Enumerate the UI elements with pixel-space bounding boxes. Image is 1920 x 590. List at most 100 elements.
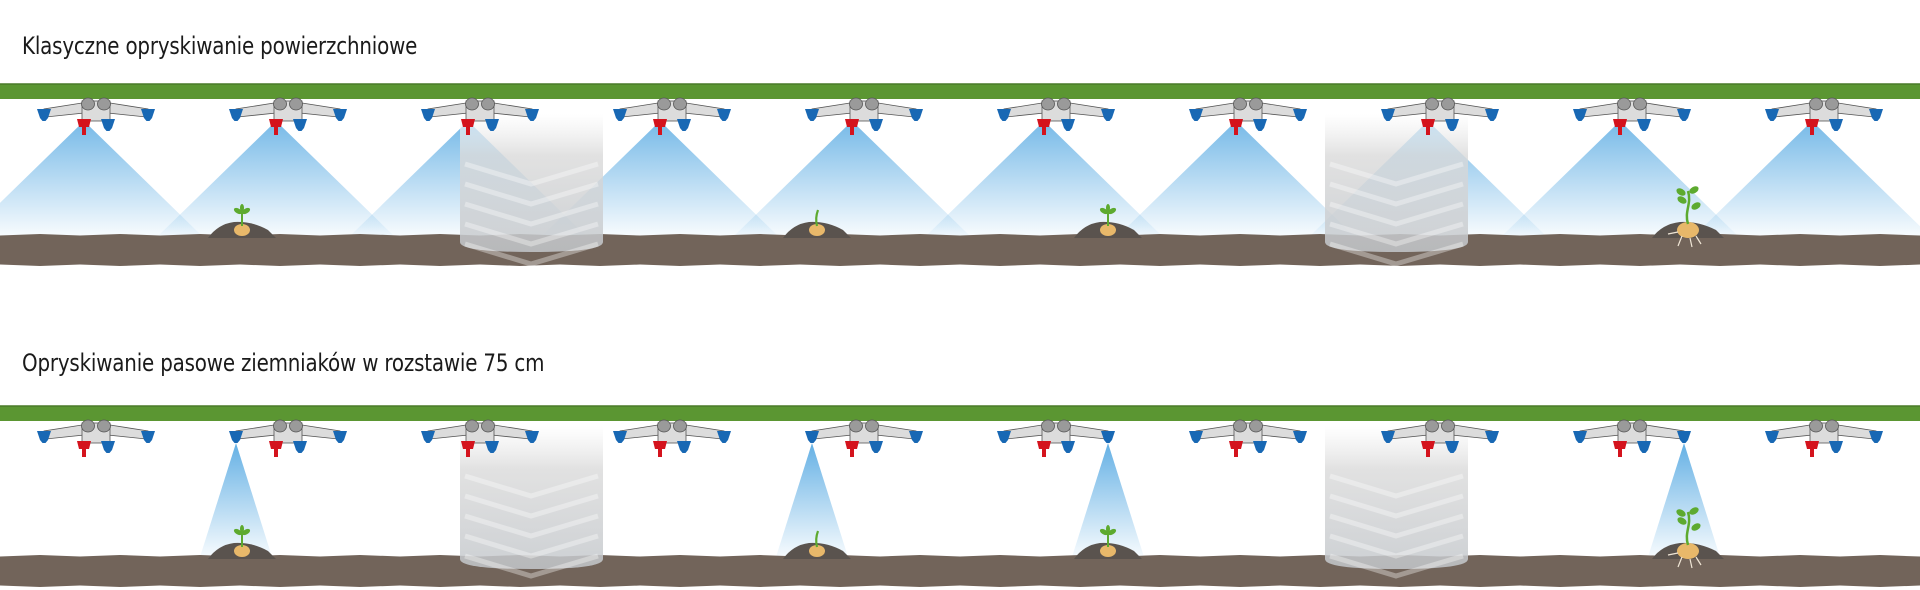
nozzle-assembly-icon xyxy=(229,97,347,135)
leaf xyxy=(1676,188,1686,196)
joint-icon xyxy=(1617,419,1631,433)
leaf xyxy=(233,528,243,536)
spray-band xyxy=(776,443,848,557)
blue-nozzle-icon xyxy=(101,119,115,131)
blue-nozzle-icon xyxy=(1253,441,1267,453)
leaf xyxy=(1691,523,1701,531)
nozzle-assembly-icon xyxy=(37,419,155,457)
red-nozzle-icon xyxy=(1229,119,1243,135)
blue-nozzle-icon xyxy=(1637,441,1651,453)
leaf xyxy=(1677,517,1687,525)
sprayer-boom xyxy=(0,84,1920,99)
leaf xyxy=(240,204,244,212)
nozzle-assembly-icon xyxy=(997,97,1115,135)
joint-icon xyxy=(1041,419,1055,433)
tread-mark xyxy=(1329,513,1464,539)
tread-mark xyxy=(1329,533,1464,559)
blue-nozzle-icon xyxy=(485,441,499,453)
spray-band xyxy=(1072,443,1144,557)
blue-nozzle-icon xyxy=(1485,109,1499,121)
red-nozzle-icon xyxy=(845,441,859,457)
blue-nozzle-icon xyxy=(37,109,51,121)
leaf xyxy=(240,525,244,533)
red-nozzle-icon xyxy=(1421,119,1435,135)
roots xyxy=(1667,231,1702,248)
potato-plant-icon xyxy=(1074,525,1142,559)
tuber xyxy=(234,545,250,557)
spray-fan xyxy=(0,121,202,236)
joint-icon xyxy=(289,97,303,111)
red-nozzle-icon xyxy=(1613,119,1627,135)
tread-mark xyxy=(464,513,599,539)
roots xyxy=(1667,552,1702,569)
blue-nozzle-icon xyxy=(1253,119,1267,131)
red-nozzle-icon xyxy=(461,441,475,457)
joint-icon xyxy=(1249,419,1263,433)
red-nozzle-icon xyxy=(1805,441,1819,457)
blue-nozzle-icon xyxy=(421,109,435,121)
joint-icon xyxy=(273,419,287,433)
blue-nozzle-icon xyxy=(677,119,691,131)
joint-icon xyxy=(865,97,879,111)
blue-nozzle-icon xyxy=(333,109,347,121)
leaf xyxy=(1099,528,1109,536)
tractor-wheel-icon xyxy=(1325,114,1468,267)
joint-icon xyxy=(657,419,671,433)
tread-mark xyxy=(464,533,599,559)
blue-nozzle-icon xyxy=(1765,431,1779,443)
joint-icon xyxy=(657,97,671,111)
red-nozzle-icon xyxy=(77,119,91,135)
tread-mark xyxy=(1329,241,1464,267)
red-nozzle-icon xyxy=(1037,119,1051,135)
nozzle-assembly-icon xyxy=(1573,97,1691,135)
tread-mark xyxy=(1329,473,1464,499)
joint-icon xyxy=(1249,97,1263,111)
joint-icon xyxy=(289,419,303,433)
leaf xyxy=(1677,196,1687,204)
spray-fan xyxy=(1502,121,1738,236)
tractor-wheel-icon xyxy=(1325,426,1468,579)
sprayer-boom xyxy=(0,406,1920,421)
tread-mark xyxy=(464,161,599,187)
potato-plant-icon xyxy=(1074,204,1142,238)
blue-nozzle-icon xyxy=(997,431,1011,443)
tread-mark xyxy=(464,201,599,227)
nozzle-assembly-icon xyxy=(805,419,923,457)
leaf xyxy=(1107,207,1117,215)
joint-icon xyxy=(481,97,495,111)
joint-icon xyxy=(673,419,687,433)
blue-nozzle-icon xyxy=(1829,441,1843,453)
joint-icon xyxy=(81,419,95,433)
joint-icon xyxy=(1825,97,1839,111)
joint-icon xyxy=(1233,97,1247,111)
red-nozzle-icon xyxy=(653,441,667,457)
blue-nozzle-icon xyxy=(1869,109,1883,121)
wheel-body xyxy=(460,426,603,569)
nozzle-assembly-icon xyxy=(421,419,539,457)
tread-mark xyxy=(1329,161,1464,187)
blue-nozzle-icon xyxy=(1061,119,1075,131)
blue-nozzle-icon xyxy=(1101,431,1115,443)
joint-icon xyxy=(1809,97,1823,111)
leaf xyxy=(233,207,243,215)
joint-icon xyxy=(1617,97,1631,111)
blue-nozzle-icon xyxy=(485,119,499,131)
joint-icon xyxy=(1825,419,1839,433)
nozzle-assembly-icon xyxy=(805,97,923,135)
blue-nozzle-icon xyxy=(293,119,307,131)
leaf xyxy=(1107,528,1117,536)
nozzle-assembly-icon xyxy=(1189,419,1307,457)
blue-nozzle-icon xyxy=(1485,431,1499,443)
blue-nozzle-icon xyxy=(101,441,115,453)
nozzle-assembly-icon xyxy=(997,419,1115,457)
blue-nozzle-icon xyxy=(333,431,347,443)
joint-icon xyxy=(273,97,287,111)
blue-nozzle-icon xyxy=(1829,119,1843,131)
leaf xyxy=(241,528,251,536)
blue-nozzle-icon xyxy=(997,109,1011,121)
tread-mark xyxy=(464,221,599,247)
tuber xyxy=(1677,543,1699,559)
potato-plant-icon xyxy=(1652,186,1724,248)
tuber xyxy=(809,224,825,236)
stem xyxy=(815,530,820,548)
